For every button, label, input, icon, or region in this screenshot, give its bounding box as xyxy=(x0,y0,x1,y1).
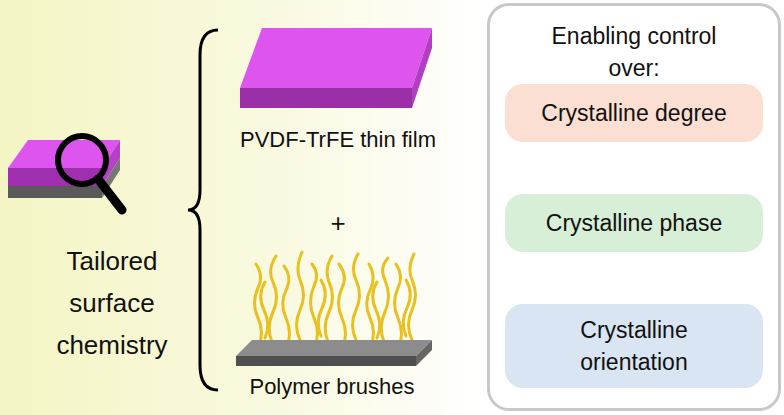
pill-box: Crystalline degree xyxy=(505,84,763,142)
pill-text: Crystalline degree xyxy=(524,97,744,129)
curly-brace xyxy=(188,30,218,390)
pill-text: Crystalline orientation xyxy=(534,314,734,378)
pill-text: Crystalline phase xyxy=(524,207,744,239)
plus-sign: + xyxy=(308,208,368,238)
panel-box: Enabling control over: Crystalline degree… xyxy=(487,3,781,411)
caption-text: Tailored surface chemistry xyxy=(27,240,197,366)
thin-film-slab xyxy=(240,28,432,108)
film-magnifier-icon xyxy=(8,136,122,210)
panel-heading: Enabling control over: xyxy=(534,20,734,84)
caption-text: PVDF-TrFE thin film xyxy=(238,124,438,156)
substrate-slab xyxy=(236,340,432,366)
pill-box: Crystalline orientation xyxy=(505,304,763,388)
pill-box: Crystalline phase xyxy=(505,194,763,252)
caption-text: Polymer brushes xyxy=(202,372,462,402)
background-panel xyxy=(0,0,485,415)
polymer-brushes xyxy=(255,252,416,350)
